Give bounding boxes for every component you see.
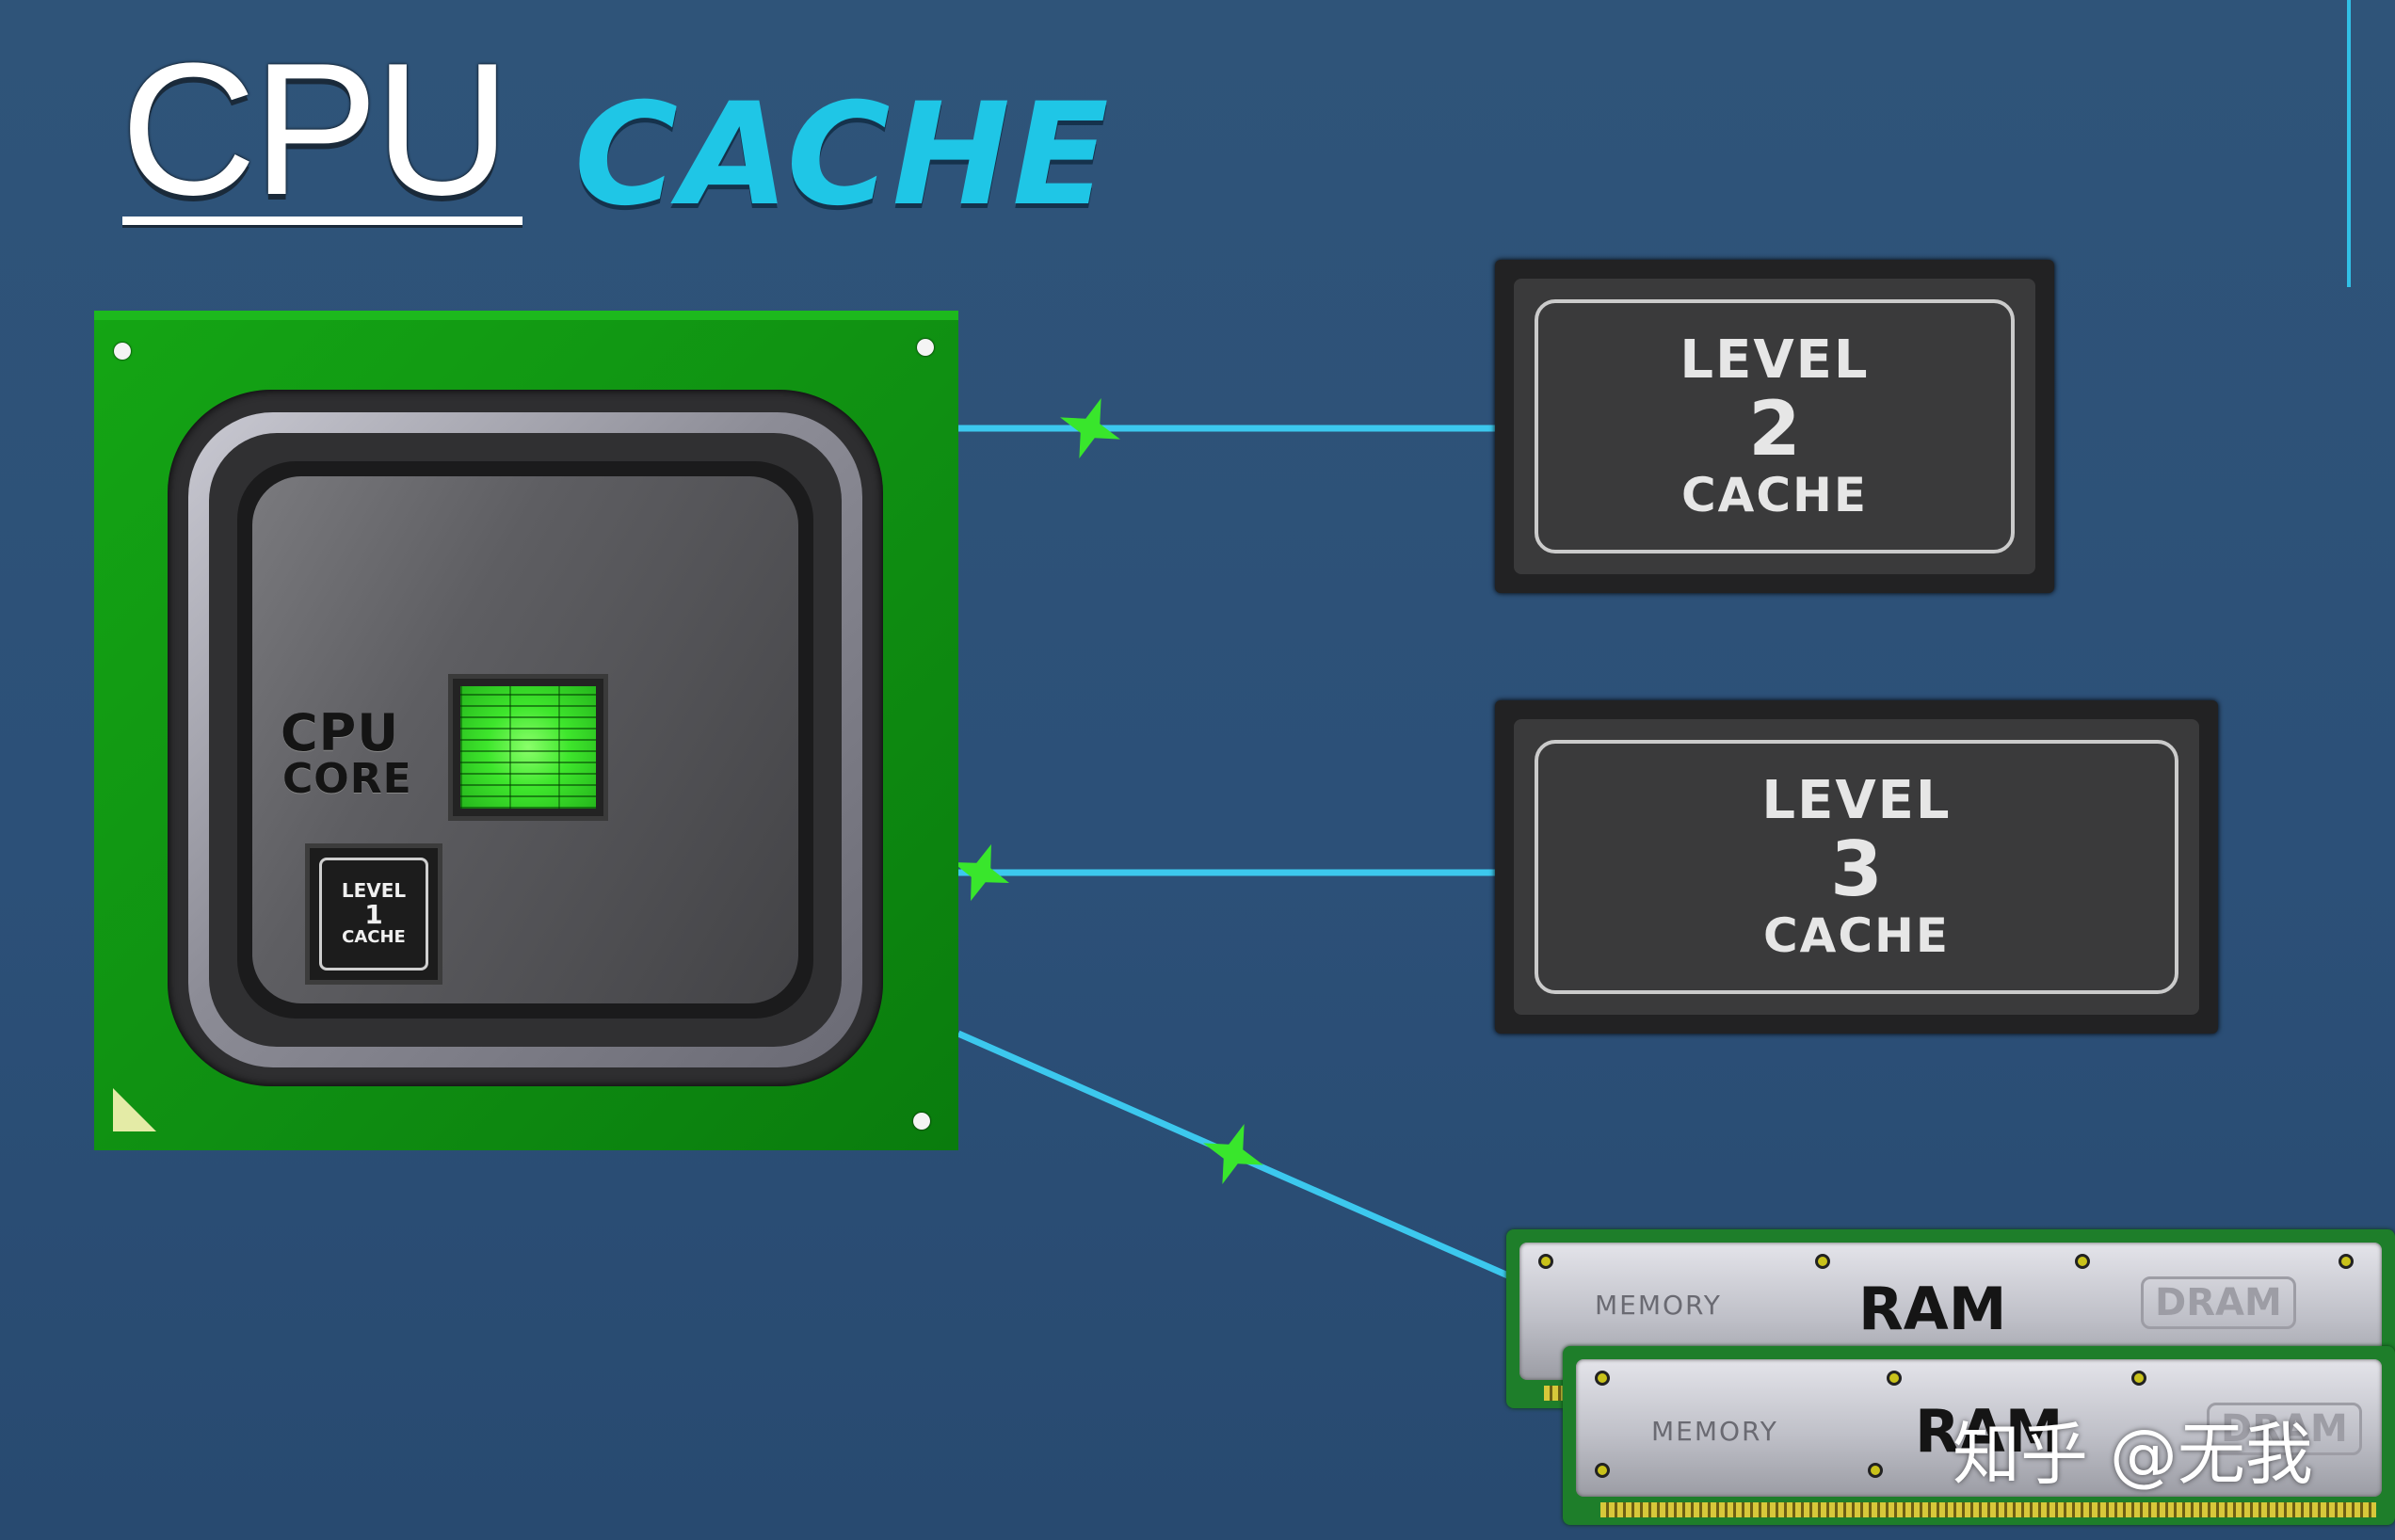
l2-cache-body: LEVEL 2 CACHE [1514, 279, 2035, 574]
title-underline [122, 217, 522, 225]
l3-cache-frame: LEVEL 3 CACHE [1535, 740, 2178, 994]
cpu-core-glow [460, 686, 596, 809]
ram-label: RAM [1915, 1397, 2064, 1466]
ram-memory-label: MEMORY [1595, 1290, 1722, 1321]
ram-rivet [1887, 1371, 1902, 1386]
l3-number: 3 [1830, 826, 1883, 914]
l2-level-label: LEVEL [1680, 329, 1870, 391]
ram-dram-tag: DRAM [2141, 1276, 2296, 1329]
ram-rivet [2131, 1371, 2146, 1386]
ram-rivet [2075, 1254, 2090, 1269]
corner-triangle-icon [113, 1088, 156, 1131]
l2-number: 2 [1748, 385, 1801, 473]
ram-rivet [1595, 1463, 1610, 1478]
title-main: CPU [121, 24, 510, 234]
ram-rivet [2339, 1254, 2354, 1269]
l1-level-label: LEVEL [341, 879, 407, 903]
cpu-core-label-line1: CPU [281, 703, 400, 762]
screw [917, 339, 934, 356]
ram-memory-label: MEMORY [1651, 1416, 1778, 1447]
edge-line [2347, 0, 2351, 287]
watermark: 知乎 @无我 [1953, 1415, 2313, 1494]
ram-rivet [1815, 1254, 1830, 1269]
spark-icon [1203, 1124, 1263, 1184]
l3-cache-body: LEVEL 3 CACHE [1514, 719, 2199, 1015]
ram-rivet [1538, 1254, 1553, 1269]
l1-cache-frame: LEVEL 1 CACHE [319, 858, 428, 971]
title-sub: CACHE [574, 73, 1111, 237]
ram-heat-spreader: MEMORY RAM DRAM [1576, 1359, 2382, 1497]
spark-icon [1060, 398, 1120, 458]
cpu-core-chip [448, 674, 608, 821]
l1-number: 1 [364, 899, 383, 931]
cpu-core-label-line2: CORE [282, 755, 412, 803]
ram-label: RAM [1858, 1275, 2007, 1343]
l1-cache-block: LEVEL 1 CACHE [305, 843, 442, 985]
cpu-board: CPU CORE LEVEL 1 CACHE [94, 311, 958, 1150]
l3-cache-label: CACHE [1762, 908, 1951, 964]
l3-cache-block: LEVEL 3 CACHE [1495, 700, 2218, 1034]
l2-cache-frame: LEVEL 2 CACHE [1535, 299, 2015, 553]
l3-level-label: LEVEL [1761, 769, 1952, 831]
screw [114, 343, 131, 360]
l2-cache-label: CACHE [1680, 468, 1869, 523]
ram-stick: MEMORY RAM DRAM [1563, 1346, 2395, 1525]
spark-icon [952, 843, 1010, 902]
l2-cache-block: LEVEL 2 CACHE [1495, 260, 2054, 593]
ram-dram-tag: DRAM [2207, 1403, 2362, 1455]
ram-rivet [1595, 1371, 1610, 1386]
ram-rivet [1868, 1463, 1883, 1478]
screw [913, 1113, 930, 1130]
l1-cache-label: CACHE [342, 926, 406, 947]
